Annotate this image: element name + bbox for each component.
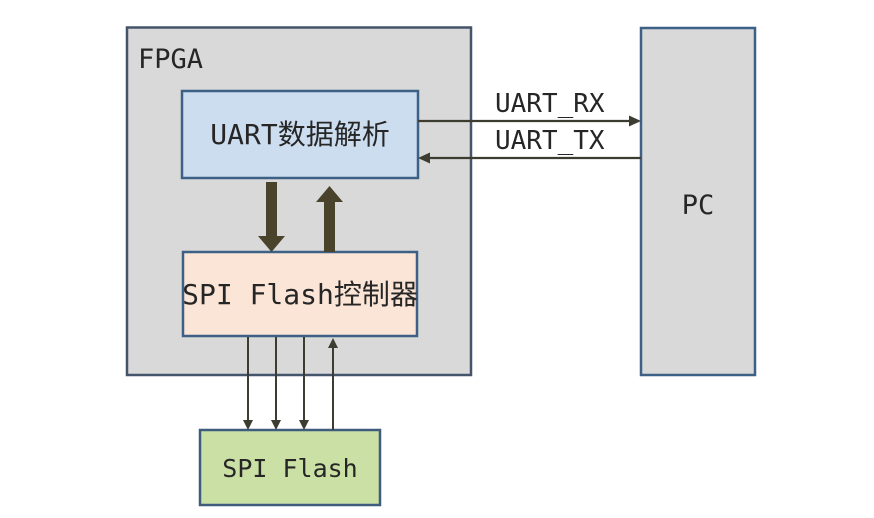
spi-flash-label: SPI Flash	[222, 454, 357, 483]
pc-label: PC	[682, 190, 715, 221]
pc-box	[639, 26, 757, 377]
spi-flash-controller-label: SPI Flash控制器	[182, 278, 418, 311]
spi-flash-controller-box	[181, 250, 419, 338]
uart-parser-label: UART数据解析	[210, 118, 389, 151]
thick-up-arrow	[316, 186, 343, 252]
uart-rx-arrowhead	[629, 115, 641, 127]
spi-bus-line-4-arrowhead-up	[328, 338, 338, 348]
spi-bus-line-2-arrowhead-down	[271, 420, 281, 430]
spi-flash-box	[198, 428, 382, 507]
uart-tx-label: UART_TX	[495, 126, 605, 156]
uart-rx-label: UART_RX	[495, 89, 605, 119]
uart-parser-box	[180, 89, 420, 180]
spi-bus-line-3-arrowhead-down	[299, 420, 309, 430]
spi-bus-line-1-arrowhead-down	[243, 420, 253, 430]
thick-down-arrow	[258, 182, 285, 252]
uart-tx-arrowhead	[418, 152, 430, 164]
fpga-label: FPGA	[138, 44, 203, 75]
